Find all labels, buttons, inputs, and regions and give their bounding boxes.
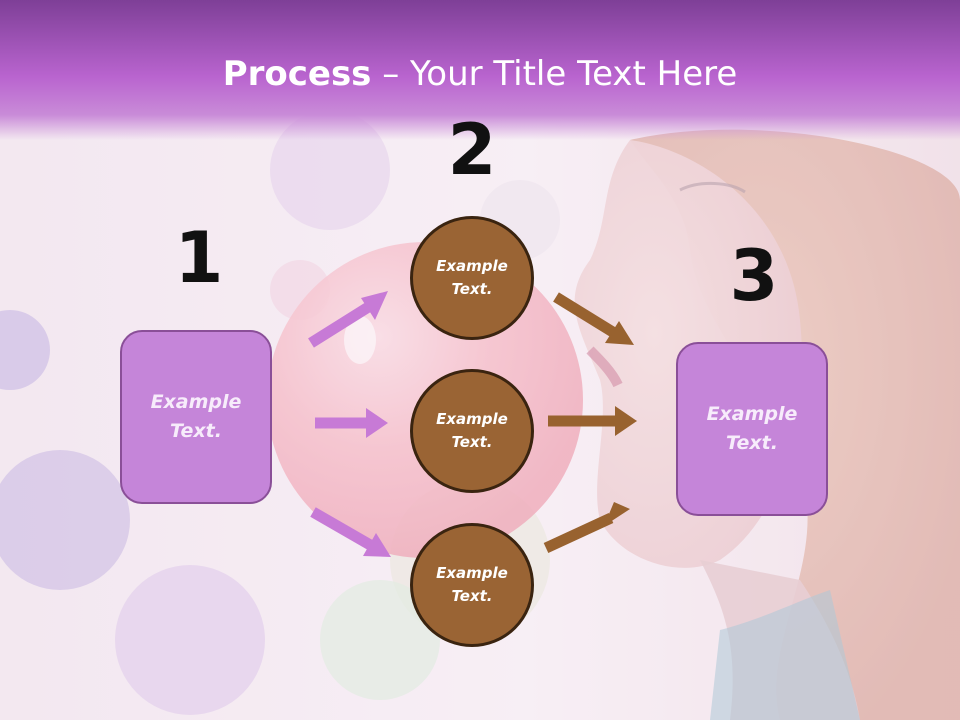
arrow-right-down	[543, 502, 630, 553]
title-rest: – Your Title Text Here	[371, 54, 738, 94]
step-number-3: 3	[729, 235, 779, 317]
arrow-left-down	[310, 507, 391, 557]
circle-middle-line1: Example	[436, 410, 508, 428]
arrow-right-middle	[548, 406, 637, 436]
step-box-1-line2: Text.	[170, 420, 222, 442]
circle-top-line1: Example	[436, 257, 508, 275]
step-box-3-line2: Text.	[726, 432, 778, 454]
step-number-1: 1	[174, 217, 224, 299]
step-number-2: 2	[447, 109, 497, 191]
circle-bottom-line2: Text.	[451, 587, 493, 605]
step-box-1-line1: Example	[150, 391, 242, 413]
circle-bottom-line1: Example	[436, 564, 508, 582]
arrow-right-up	[553, 292, 634, 345]
arrow-left-middle	[315, 408, 388, 438]
circle-top-line2: Text.	[451, 280, 493, 298]
title-band	[0, 0, 960, 140]
arrow-left-up	[308, 291, 388, 348]
title-bold: Process	[222, 54, 372, 94]
step-box-3-line1: Example	[706, 403, 798, 425]
slide-title: Process – Your Title Text Here	[0, 54, 960, 94]
circle-middle-line2: Text.	[451, 433, 493, 451]
